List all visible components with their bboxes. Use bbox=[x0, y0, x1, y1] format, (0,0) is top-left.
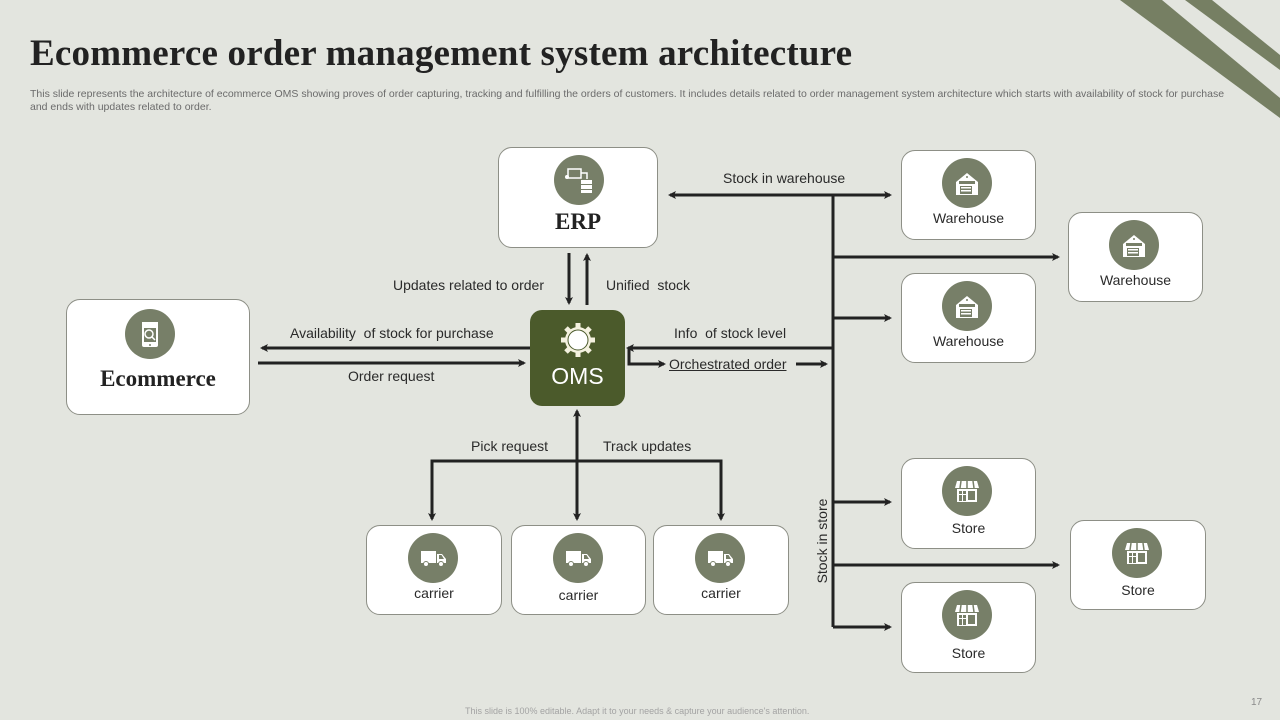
warehouse-icon bbox=[1109, 220, 1159, 270]
carrier-label: carrier bbox=[414, 585, 454, 601]
carrier-label: carrier bbox=[558, 587, 599, 603]
page-number: 17 bbox=[1251, 697, 1263, 708]
label-info-stock-level: Info of stock level bbox=[674, 325, 787, 341]
truck-icon bbox=[553, 533, 603, 583]
erp-server-icon bbox=[554, 155, 604, 205]
store-icon bbox=[942, 466, 992, 516]
warehouse-icon bbox=[942, 158, 992, 208]
store-label: Store bbox=[951, 645, 986, 661]
truck-icon bbox=[408, 533, 458, 583]
store-icon bbox=[942, 590, 992, 640]
erp-label: ERP bbox=[555, 209, 601, 234]
carrier-bus bbox=[430, 459, 723, 519]
label-updates-related-to-order: Updates related to order bbox=[393, 277, 544, 293]
slide-footer: This slide is 100% editable. Adapt it to… bbox=[465, 706, 810, 716]
store-node[interactable]: Store bbox=[1070, 520, 1206, 610]
label-unified-stock: Unified stock bbox=[606, 277, 691, 293]
label-orchestrated-order: Orchestrated order bbox=[669, 356, 787, 372]
carrier-node[interactable]: carrier bbox=[511, 525, 646, 615]
erp-node[interactable]: ERP bbox=[498, 147, 658, 248]
oms-node[interactable]: OMS bbox=[530, 310, 625, 406]
slide-title: Ecommerce order management system archit… bbox=[30, 33, 853, 74]
truck-icon bbox=[695, 533, 745, 583]
ecommerce-label: Ecommerce bbox=[100, 366, 216, 391]
label-track-updates: Track updates bbox=[603, 438, 692, 454]
label-order-request: Order request bbox=[348, 368, 435, 384]
warehouse-node[interactable]: Warehouse bbox=[1068, 212, 1203, 302]
orchestrated-order-line bbox=[627, 348, 666, 368]
carrier-node[interactable]: carrier bbox=[366, 525, 502, 615]
warehouse-node[interactable]: Warehouse bbox=[901, 150, 1036, 240]
store-icon bbox=[1112, 528, 1162, 578]
gear-icon bbox=[561, 323, 595, 357]
warehouse-icon bbox=[942, 281, 992, 331]
store-label: Store bbox=[951, 520, 986, 536]
store-label: Store bbox=[1121, 582, 1155, 598]
store-node[interactable]: Store bbox=[901, 582, 1036, 673]
slide-subtitle: This slide represents the architecture o… bbox=[30, 88, 1225, 113]
label-availability: Availability of stock for purchase bbox=[290, 325, 494, 341]
warehouse-label: Warehouse bbox=[932, 333, 1005, 349]
oms-label: OMS bbox=[551, 363, 604, 389]
label-stock-in-store: Stock in store bbox=[814, 498, 830, 584]
label-pick-request: Pick request bbox=[471, 438, 549, 454]
carrier-node[interactable]: carrier bbox=[653, 525, 789, 615]
warehouse-node[interactable]: Warehouse bbox=[901, 273, 1036, 363]
store-node[interactable]: Store bbox=[901, 458, 1036, 549]
carrier-label: carrier bbox=[701, 585, 741, 601]
mobile-shop-icon bbox=[125, 309, 175, 359]
warehouse-label: Warehouse bbox=[1099, 272, 1172, 288]
label-stock-in-warehouse: Stock in warehouse bbox=[723, 170, 846, 186]
warehouse-label: Warehouse bbox=[932, 210, 1005, 226]
ecommerce-node[interactable]: Ecommerce bbox=[66, 299, 250, 415]
